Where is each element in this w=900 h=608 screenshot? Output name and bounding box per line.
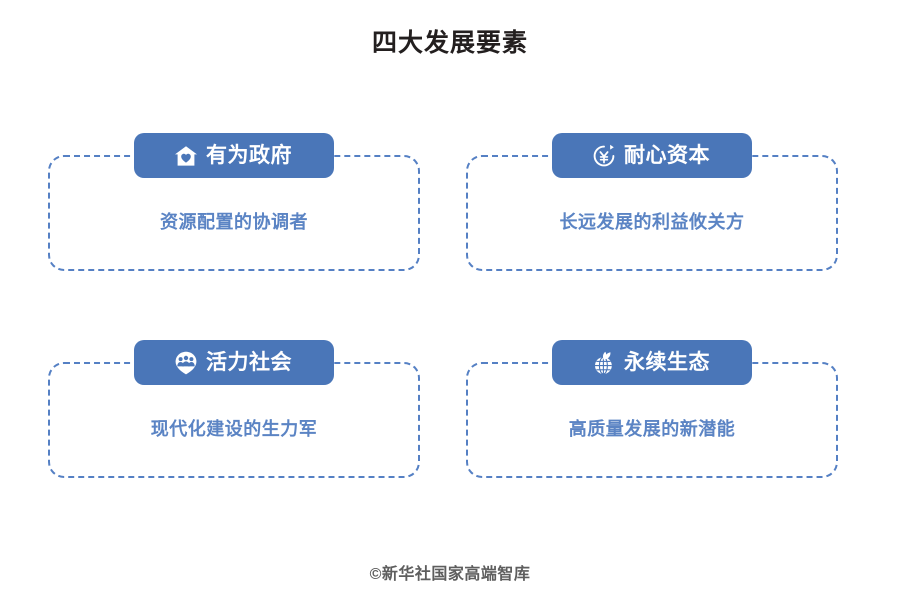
card-subtitle: 高质量发展的新潜能 (568, 419, 736, 439)
card-patient-capital: 耐心资本 长远发展的利益攸关方 (466, 133, 838, 293)
yen-refresh-icon (591, 143, 617, 169)
card-sustainable-ecology: 永续生态 高质量发展的新潜能 (466, 340, 838, 500)
card-subtitle: 现代化建设的生力军 (150, 419, 318, 439)
card-badge[interactable]: 永续生态 (552, 340, 752, 385)
globe-leaf-icon (591, 350, 617, 376)
card-label: 有为政府 (206, 143, 292, 167)
card-label: 活力社会 (206, 350, 292, 374)
cards-grid: 有为政府 资源配置的协调者 耐心资本 (48, 133, 838, 528)
card-dynamic-society: 活力社会 现代化建设的生力军 (48, 340, 420, 500)
page-title: 四大发展要素 (371, 29, 528, 57)
card-capable-government: 有为政府 资源配置的协调者 (48, 133, 420, 293)
card-badge[interactable]: 活力社会 (134, 340, 334, 385)
card-label: 耐心资本 (624, 143, 710, 167)
footer-credit: ©新华社国家高端智库 (369, 566, 531, 583)
house-heart-icon (173, 143, 199, 169)
card-badge[interactable]: 有为政府 (134, 133, 334, 178)
card-label: 永续生态 (624, 350, 710, 374)
card-badge[interactable]: 耐心资本 (552, 133, 752, 178)
people-group-icon (173, 350, 199, 376)
card-subtitle: 长远发展的利益攸关方 (559, 212, 745, 232)
card-subtitle: 资源配置的协调者 (160, 212, 308, 232)
